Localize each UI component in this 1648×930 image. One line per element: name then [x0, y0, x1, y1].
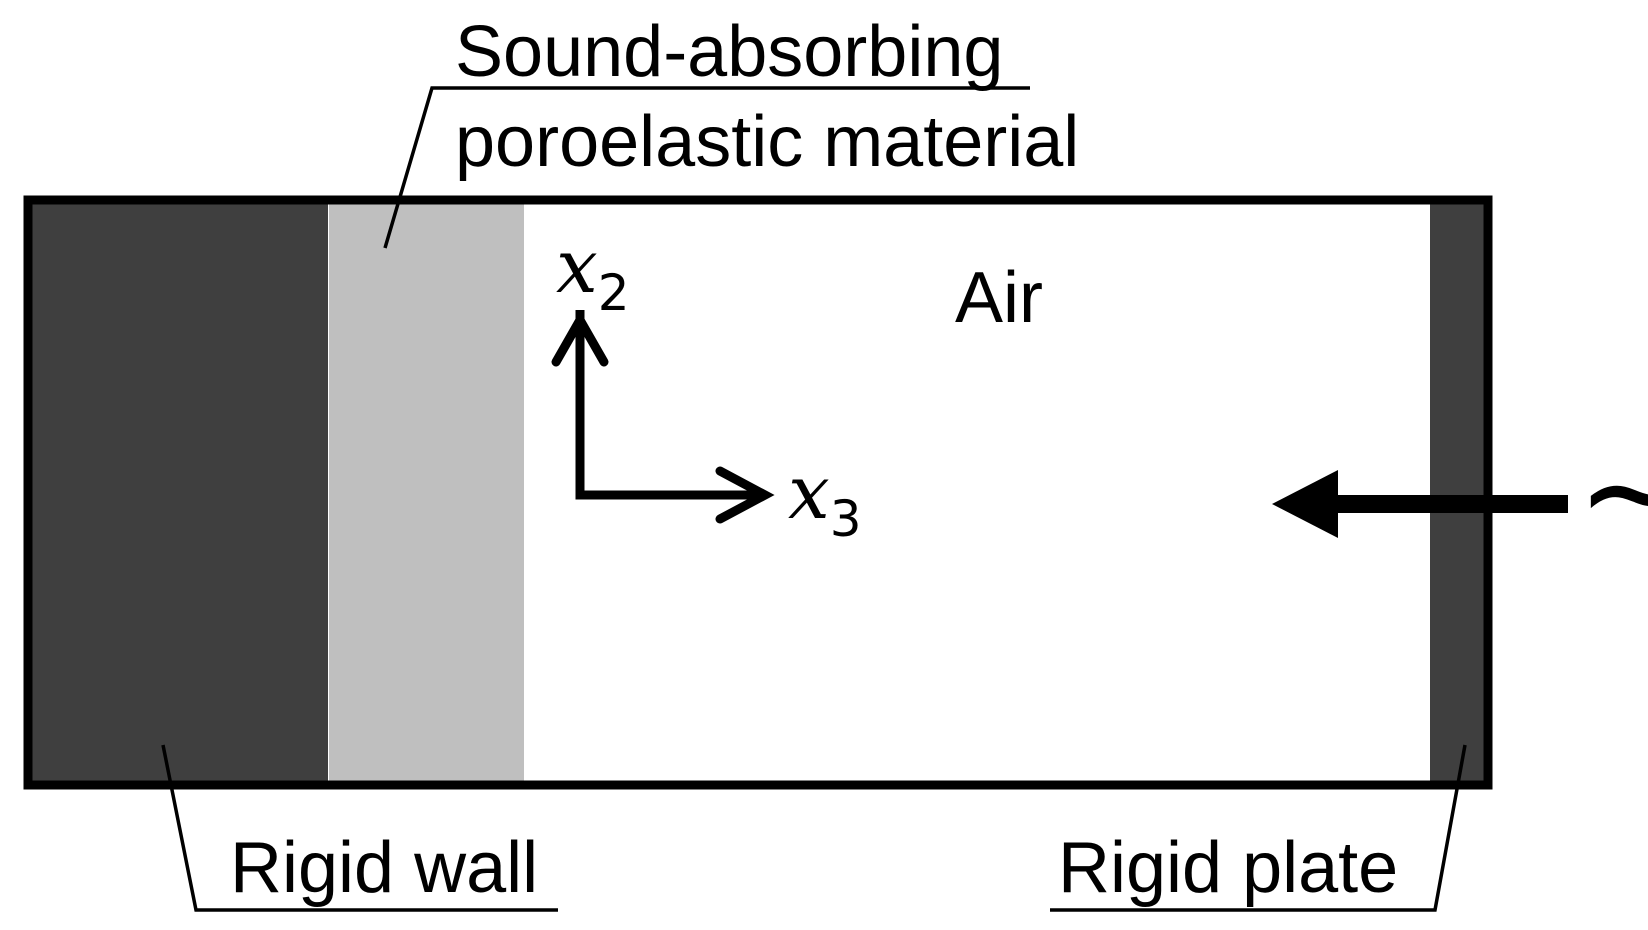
tube-outline — [23, 195, 1493, 790]
rigid-wall-region — [28, 200, 328, 785]
rigid-wall-leader-line — [161, 744, 558, 912]
x2-arrowhead — [551, 310, 609, 367]
rigid-plate-region — [1430, 200, 1488, 785]
source-tilde-icon: ~ — [1576, 411, 1648, 574]
absorber-label-line2: poroelastic material — [455, 102, 1079, 182]
x3-arrowhead — [715, 466, 775, 524]
absorber-leader-line — [383, 86, 1030, 249]
rigid-plate-label: Rigid plate — [1058, 828, 1398, 908]
x3-axis-label: x3 — [788, 450, 862, 548]
poroelastic-material-region — [329, 200, 524, 785]
rigid-wall-label: Rigid wall — [230, 828, 538, 908]
axis-lines — [575, 310, 760, 500]
x2-axis-label: x2 — [556, 224, 630, 322]
air-label: Air — [955, 258, 1043, 338]
incident-wave-arrowhead — [1272, 470, 1338, 538]
absorber-label-line1: Sound-absorbing — [455, 12, 1003, 92]
rigid-plate-leader-line — [1050, 744, 1467, 912]
